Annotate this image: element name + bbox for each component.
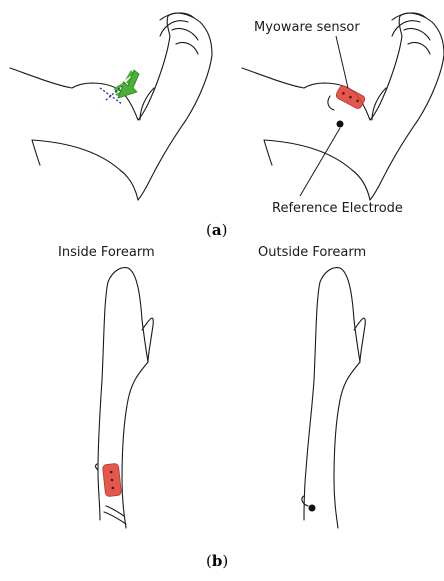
inside-forearm-drawing [95,268,153,528]
reference-pointer-line [300,128,340,196]
caption-a-letter: a [212,221,222,239]
flexed-arm-left [10,13,212,200]
caption-b: (b) [206,552,228,570]
caption-a: (a) [206,221,227,239]
sensor-pointer-line [336,36,348,88]
inside-forearm-sensor-icon [102,463,121,496]
reference-electrode-label: Reference Electrode [272,201,403,216]
myoware-sensor-label: Myoware sensor [254,20,360,35]
myoware-sensor-icon [335,84,366,110]
outside-forearm-label: Outside Forearm [258,245,366,260]
inside-forearm-label: Inside Forearm [58,245,155,260]
reference-electrode-dot [337,121,344,128]
green-arrow-icon [114,70,139,98]
caption-b-letter: b [212,552,223,570]
flexed-arm-right [242,13,444,200]
outside-reference-electrode-dot [309,505,316,512]
outside-forearm-drawing [302,268,365,528]
